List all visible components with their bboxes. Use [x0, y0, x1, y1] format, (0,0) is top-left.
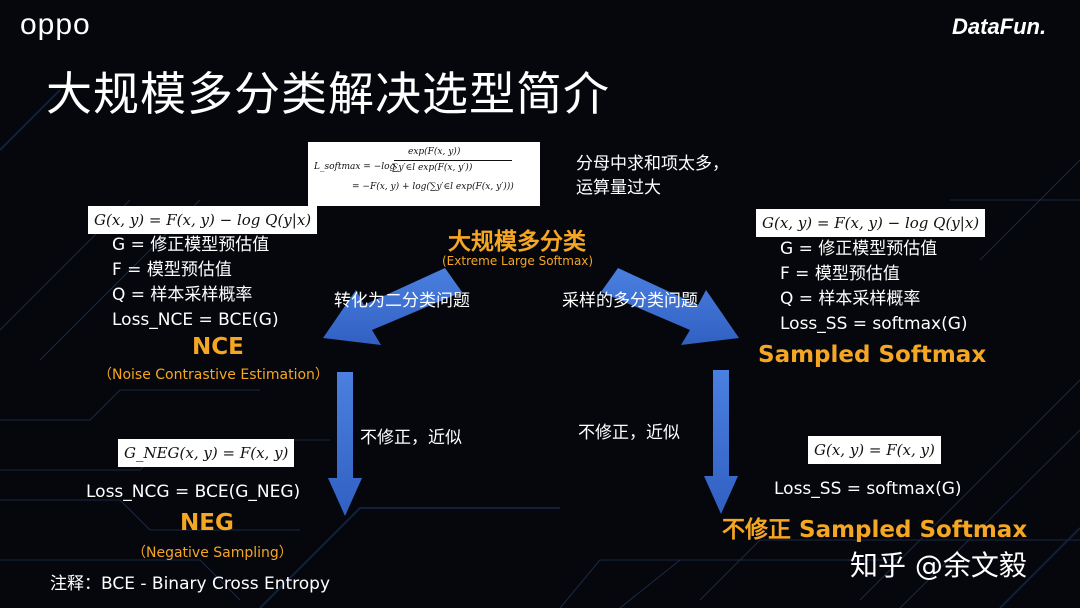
- ss-formula: G(x, y) = F(x, y) − log Q(y|x): [756, 209, 986, 237]
- center-title: 大规模多分类: [448, 229, 586, 255]
- center-subtitle: (Extreme Large Softmax): [442, 254, 594, 268]
- ss-def-q: Q = 样本采样概率: [780, 289, 921, 309]
- ss-uncorrected-name: 不修正 Sampled Softmax: [722, 517, 1028, 543]
- oppo-logo: oppo: [20, 8, 91, 41]
- nce-def-q: Q = 样本采样概率: [112, 285, 253, 305]
- nce-arrow-label: 转化为二分类问题: [334, 291, 470, 311]
- nce-name: NCE: [192, 334, 244, 360]
- softmax-formula: L_softmax = −log exp(F(x, y)) ∑y′∈l exp(…: [308, 142, 540, 206]
- nce-def-f: F = 模型预估值: [112, 260, 232, 280]
- ss-name: Sampled Softmax: [758, 342, 987, 368]
- neg-full-name: （Negative Sampling）: [132, 545, 293, 561]
- softmax-lhs: L_softmax = −log: [314, 162, 396, 172]
- note-top: 分母中求和项太多， 运算量过大: [576, 152, 729, 200]
- ss-uncorrected-formula: G(x, y) = F(x, y): [808, 436, 941, 464]
- note-line-1: 分母中求和项太多，: [576, 154, 729, 174]
- nce-definitions: G = 修正模型预估值 F = 模型预估值 Q = 样本采样概率 Loss_NC…: [112, 233, 279, 333]
- ss-def-g: G = 修正模型预估值: [780, 239, 938, 259]
- right-down-label: 不修正，近似: [578, 423, 680, 443]
- left-down-label: 不修正，近似: [360, 428, 462, 448]
- neg-loss: Loss_NCG = BCE(G_NEG): [86, 482, 301, 502]
- neg-name: NEG: [180, 510, 234, 536]
- fraction-bar: [394, 160, 512, 161]
- ss-def-f: F = 模型预估值: [780, 264, 900, 284]
- nce-loss: Loss_NCE = BCE(G): [112, 310, 279, 330]
- ss-arrow-label: 采样的多分类问题: [562, 291, 698, 311]
- softmax-rhs: = −F(x, y) + log(∑y′∈l exp(F(x, y′))): [352, 182, 514, 192]
- arrow-to-nce: [323, 268, 462, 345]
- ss-uncorrected-loss: Loss_SS = softmax(G): [774, 479, 962, 499]
- footnote: 注释：BCE - Binary Cross Entropy: [50, 574, 331, 594]
- arrow-down-left: [328, 372, 362, 516]
- ss-loss: Loss_SS = softmax(G): [780, 314, 968, 334]
- note-line-2: 运算量过大: [576, 178, 661, 198]
- nce-full-name: （Noise Contrastive Estimation）: [98, 367, 329, 383]
- softmax-denominator: ∑y′∈l exp(F(x, y′)): [392, 163, 473, 173]
- ss-definitions: G = 修正模型预估值 F = 模型预估值 Q = 样本采样概率 Loss_SS…: [780, 237, 968, 337]
- datafun-logo: DataFun.: [952, 14, 1047, 39]
- arrow-down-right: [704, 370, 738, 514]
- neg-formula: G_NEG(x, y) = F(x, y): [118, 439, 295, 467]
- nce-formula: G(x, y) = F(x, y) − log Q(y|x): [88, 206, 318, 234]
- softmax-numerator: exp(F(x, y)): [408, 147, 461, 157]
- nce-def-g: G = 修正模型预估值: [112, 235, 270, 255]
- watermark: 知乎 @余文毅: [850, 549, 1027, 582]
- slide-title: 大规模多分类解决选型简介: [46, 67, 610, 121]
- arrow-to-sampled-softmax: [601, 268, 739, 345]
